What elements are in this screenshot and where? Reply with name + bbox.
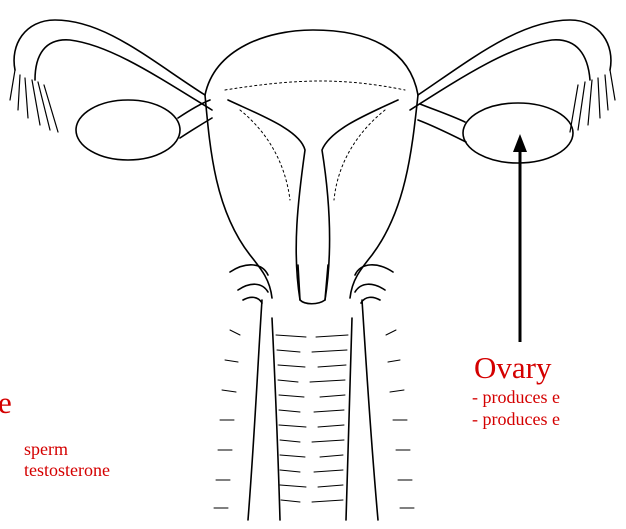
right-tube-lower [410, 40, 590, 110]
testes-note-2: testosterone [24, 461, 110, 479]
ovary-note-1: - produces e [472, 388, 560, 406]
left-outer-tissue [214, 330, 240, 508]
uterine-lining-dotted [240, 110, 385, 200]
right-tube-upper [418, 20, 611, 95]
vagina-inner-right [346, 318, 352, 520]
right-ovary [463, 103, 573, 163]
testes-note-1: sperm [24, 440, 68, 458]
uterus-fundus [205, 30, 418, 95]
vagina-left-wall [248, 300, 262, 520]
testes-label-fragment: e [0, 387, 12, 418]
ovary-note-2: - produces e [472, 410, 560, 428]
uterus-fundus-dotted [225, 81, 405, 90]
uterine-cavity-left [228, 100, 305, 300]
left-tube-upper [14, 20, 205, 95]
ovary-label: Ovary [474, 352, 551, 383]
ovary-pointer-arrow [513, 134, 527, 342]
illustration-strokes [10, 20, 615, 520]
left-ovary [76, 100, 180, 160]
left-fimbriae [10, 70, 58, 132]
right-fimbriae [570, 70, 615, 132]
right-ovarian-ligament [418, 104, 466, 142]
vagina-right-wall [362, 300, 378, 520]
right-outer-tissue [386, 330, 414, 508]
vaginal-rugae [276, 335, 348, 502]
vagina-inner-left [272, 318, 280, 520]
cervix [298, 265, 328, 304]
